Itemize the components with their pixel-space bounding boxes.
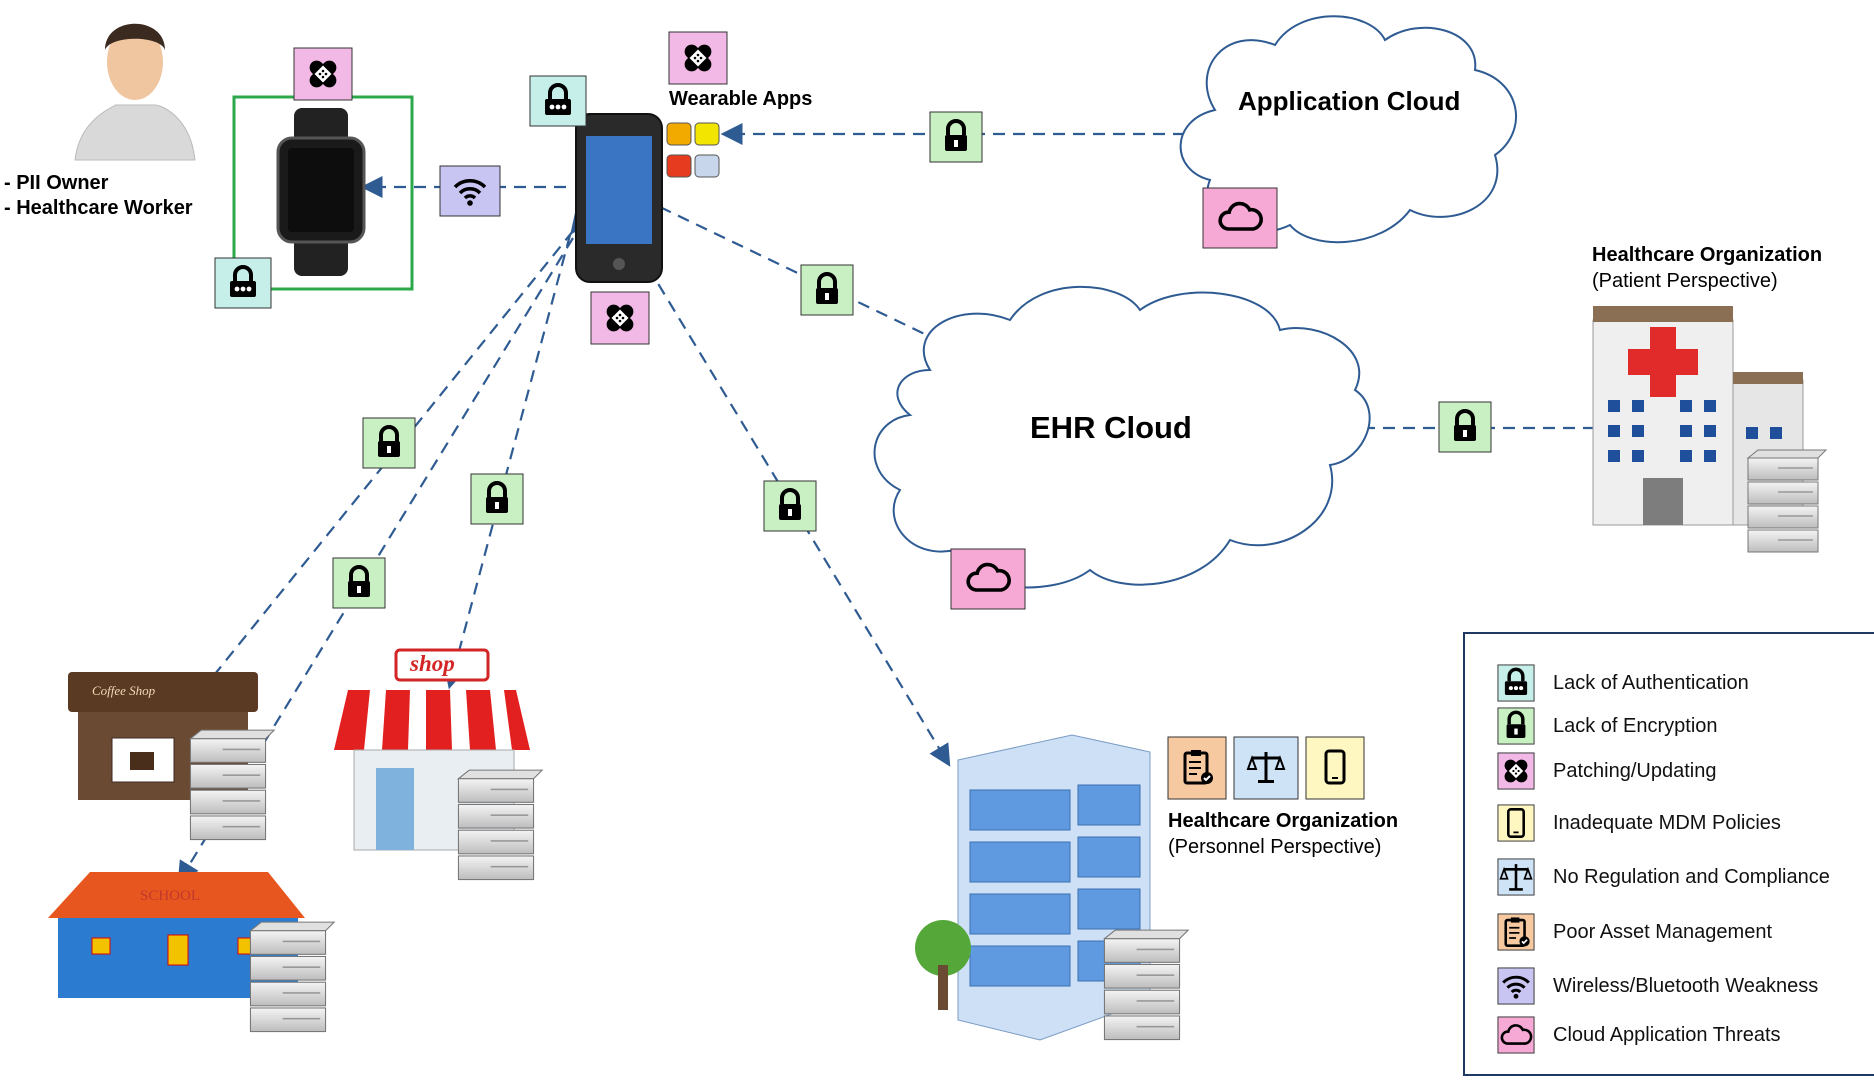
- phone-auth-badge: [529, 75, 587, 127]
- phone-patch-badge: [590, 291, 650, 345]
- application-cloud-label: Application Cloud: [1238, 86, 1461, 116]
- wifi-badge: [439, 165, 501, 217]
- wifi-icon: [1497, 967, 1535, 1005]
- shop-sign: shop: [410, 651, 455, 676]
- ehr-threat-badge: [950, 548, 1026, 610]
- ehr-cloud-label: EHR Cloud: [1030, 410, 1192, 445]
- diagram-badges: [214, 31, 1492, 800]
- legend-label: Cloud Application Threats: [1553, 1024, 1781, 1046]
- smartphone: [575, 113, 663, 283]
- bandage-icon: [1497, 752, 1535, 790]
- legend-item-regulation: No Regulation and Compliance: [1465, 858, 1865, 898]
- school-encrypt-badge: [332, 557, 386, 609]
- legend-label: No Regulation and Compliance: [1553, 866, 1830, 888]
- legend-item-wireless: Wireless/Bluetooth Weakness: [1465, 967, 1865, 1007]
- office-encrypt-badge: [763, 480, 817, 532]
- coffee-encrypt-badge: [362, 417, 416, 469]
- ehr-cloud: [873, 285, 1371, 589]
- legend-item-authentication: Lack of Authentication: [1465, 664, 1865, 704]
- actor-role-2: - Healthcare Worker: [4, 197, 193, 219]
- legend: Lack of Authentication Lack of Encryptio…: [1463, 632, 1874, 1076]
- hospital-personnel-title: Healthcare Organization: [1168, 810, 1399, 832]
- watch-auth-badge: [214, 257, 272, 309]
- wearable-apps-label: Wearable Apps: [669, 88, 813, 110]
- wearable-app-tiles: [666, 122, 720, 178]
- coffee-shop: [68, 672, 275, 841]
- shop-encrypt-badge: [470, 473, 524, 525]
- cloud-icon: [1497, 1016, 1535, 1054]
- lock-outline-icon: [1497, 664, 1535, 702]
- appcloud-threat-badge: [1202, 187, 1278, 249]
- legend-item-patching: Patching/Updating: [1465, 752, 1865, 792]
- hospital-personnel-subtitle: (Personnel Perspective): [1168, 836, 1382, 858]
- hospital-patient-subtitle: (Patient Perspective): [1592, 270, 1778, 292]
- shop: [334, 648, 543, 881]
- legend-item-encryption: Lack of Encryption: [1465, 707, 1865, 747]
- legend-item-asset: Poor Asset Management: [1465, 913, 1865, 953]
- clipboard-icon: [1497, 913, 1535, 951]
- legend-item-mdm: Inadequate MDM Policies: [1465, 804, 1865, 844]
- actor-role-1: - PII Owner: [4, 172, 109, 194]
- phone-shop-link: [443, 234, 572, 690]
- legend-label: Wireless/Bluetooth Weakness: [1553, 975, 1819, 997]
- appcloud-encrypt-badge: [929, 111, 983, 163]
- hospital-building: [1592, 306, 1827, 553]
- office-mdm-badge: [1305, 736, 1365, 800]
- legend-label: Inadequate MDM Policies: [1553, 812, 1781, 834]
- legend-label: Patching/Updating: [1553, 760, 1717, 782]
- phone-icon: [1497, 804, 1535, 842]
- coffee-shop-sign: Coffee Shop: [92, 683, 156, 698]
- office-asset-badge: [1167, 736, 1227, 800]
- office-building: [915, 734, 1189, 1041]
- school: [48, 872, 335, 1033]
- legend-label: Lack of Authentication: [1553, 672, 1749, 694]
- apps-patch-badge: [668, 31, 728, 85]
- ehr-encrypt-badge: [800, 264, 854, 316]
- person-avatar: [74, 23, 196, 161]
- smartwatch: [232, 95, 414, 291]
- lock-icon: [1497, 707, 1535, 745]
- hospital-patient-title: Healthcare Organization: [1592, 244, 1823, 266]
- office-regulation-badge: [1233, 736, 1299, 800]
- scales-icon: [1497, 858, 1535, 896]
- hospital-encrypt-badge: [1438, 401, 1492, 453]
- school-sign: SCHOOL: [140, 888, 201, 904]
- legend-label: Poor Asset Management: [1553, 921, 1773, 943]
- watch-patch-badge: [293, 47, 353, 101]
- legend-label: Lack of Encryption: [1553, 715, 1718, 737]
- legend-item-cloud: Cloud Application Threats: [1465, 1016, 1865, 1056]
